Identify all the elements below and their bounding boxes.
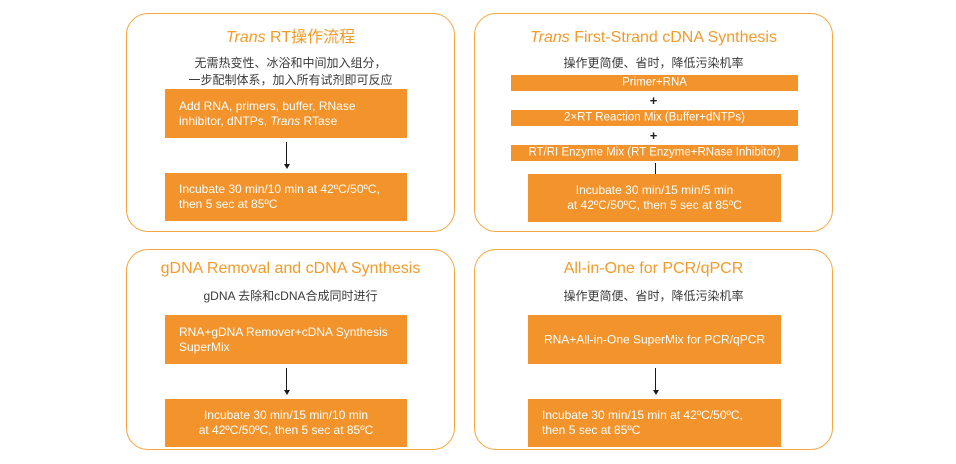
down-arrow-icon [282, 368, 291, 395]
down-arrow-icon [282, 142, 291, 169]
panel-all-in-one-for-pcr-qpcr: All-in-One for PCR/qPCR 操作更简便、省时，降低污染机率 … [474, 249, 833, 450]
panel-title-rest: All-in-One for PCR/qPCR [563, 260, 744, 277]
reagent-bar-rt-reaction-mix: 2×RT Reaction Mix (Buffer+dNTPs) [511, 110, 798, 126]
step-text-post: RTase [300, 113, 338, 128]
panel-title-rest: First-Strand cDNA Synthesis [569, 29, 777, 46]
step-box-rna-all-in-one-supermix: RNA+All-in-One SuperMix for PCR/qPCR [528, 315, 781, 364]
step-text-line-1: RNA+All-in-One SuperMix for PCR/qPCR [543, 332, 766, 346]
step-text-pre: Add RNA, primers, buffer, RNase inhibito… [179, 98, 356, 128]
step-box-incubate: Incubate 30 min/15 min/10 min at 42ºC/50… [165, 399, 407, 447]
step-box-incubate: Incubate 30 min/10 min at 42ºC/50ºC, the… [165, 173, 407, 221]
plus-sign-2: + [649, 128, 658, 143]
panel-subtitle-line-1: gDNA 去除和cDNA合成同时进行 [203, 289, 378, 303]
panel-title: gDNA Removal and cDNA Synthesis [127, 259, 454, 278]
panel-first-strand-cdna-synthesis: Trans First-Strand cDNA Synthesis 操作更简便、… [474, 13, 833, 232]
panel-subtitle-line-2: 一步配制体系，加入所有试剂即可反应 [188, 73, 393, 87]
panel-title: All-in-One for PCR/qPCR [475, 259, 832, 278]
step-text-line-2: then 5 sec at 85ºC [542, 423, 641, 437]
panel-subtitle-line-1: 操作更简便、省时，降低污染机率 [563, 289, 744, 303]
reagent-bar-label: Primer+RNA [622, 76, 687, 89]
down-arrow-icon [651, 368, 660, 395]
step-text-line-2: at 42ºC/50ºC, then 5 sec at 85ºC [567, 198, 742, 212]
panel-title: Trans RT操作流程 [127, 28, 454, 47]
step-text-line-1: Incubate 30 min/10 min at 42ºC/50ºC, [179, 182, 380, 196]
panel-gdna-removal-and-cdna-synthesis: gDNA Removal and cDNA Synthesis gDNA 去除和… [126, 249, 455, 450]
reagent-bar-rt-ri-enzyme-mix: RT/RI Enzyme Mix (RT Enzyme+RNase Inhibi… [511, 145, 798, 161]
step-text-line-1: Incubate 30 min/15 min/5 min [575, 183, 734, 197]
step-text-line-2: at 42ºC/50ºC, then 5 sec at 85ºC [198, 423, 374, 437]
panel-title-rest: RT操作流程 [265, 29, 356, 46]
step-box-incubate: Incubate 30 min/15 min/5 min at 42ºC/50º… [528, 174, 781, 222]
step-text-line-1: Incubate 30 min/15 min/10 min [203, 408, 369, 422]
panel-title-italic: Trans [530, 29, 570, 46]
panel-subtitle-line-1: 操作更简便、省时，降低污染机率 [563, 56, 744, 70]
reagent-bar-primer-rna: Primer+RNA [511, 75, 798, 91]
step-box-add-reagents: Add RNA, primers, buffer, RNase inhibito… [165, 89, 407, 138]
step-box-rna-gdna-remover: RNA+gDNA Remover+cDNA Synthesis SuperMix [165, 315, 407, 364]
panel-title-rest: gDNA Removal and cDNA Synthesis [160, 260, 421, 277]
panel-title-italic: Trans [225, 29, 266, 46]
step-text-line-2: then 5 sec at 85ºC [179, 197, 278, 211]
plus-sign-1: + [649, 93, 658, 108]
reagent-bar-label: 2×RT Reaction Mix (Buffer+dNTPs) [564, 111, 745, 124]
panel-subtitle-line-1: 无需热变性、冰浴和中间加入组分， [194, 56, 387, 70]
step-box-incubate: Incubate 30 min/15 min at 42ºC/50ºC, the… [528, 399, 781, 447]
panel-trans-rt-workflow: Trans RT操作流程 无需热变性、冰浴和中间加入组分， 一步配制体系，加入所… [126, 13, 455, 232]
step-text-italic: Trans [270, 113, 301, 128]
step-text-line-2: SuperMix [179, 339, 230, 354]
step-text-line-1: Incubate 30 min/15 min at 42ºC/50ºC, [542, 408, 743, 422]
reagent-bar-label: RT/RI Enzyme Mix (RT Enzyme+RNase Inhibi… [528, 146, 781, 159]
step-text-line-1: RNA+gDNA Remover+cDNA Synthesis [179, 324, 388, 339]
panel-title: Trans First-Strand cDNA Synthesis [475, 28, 832, 47]
